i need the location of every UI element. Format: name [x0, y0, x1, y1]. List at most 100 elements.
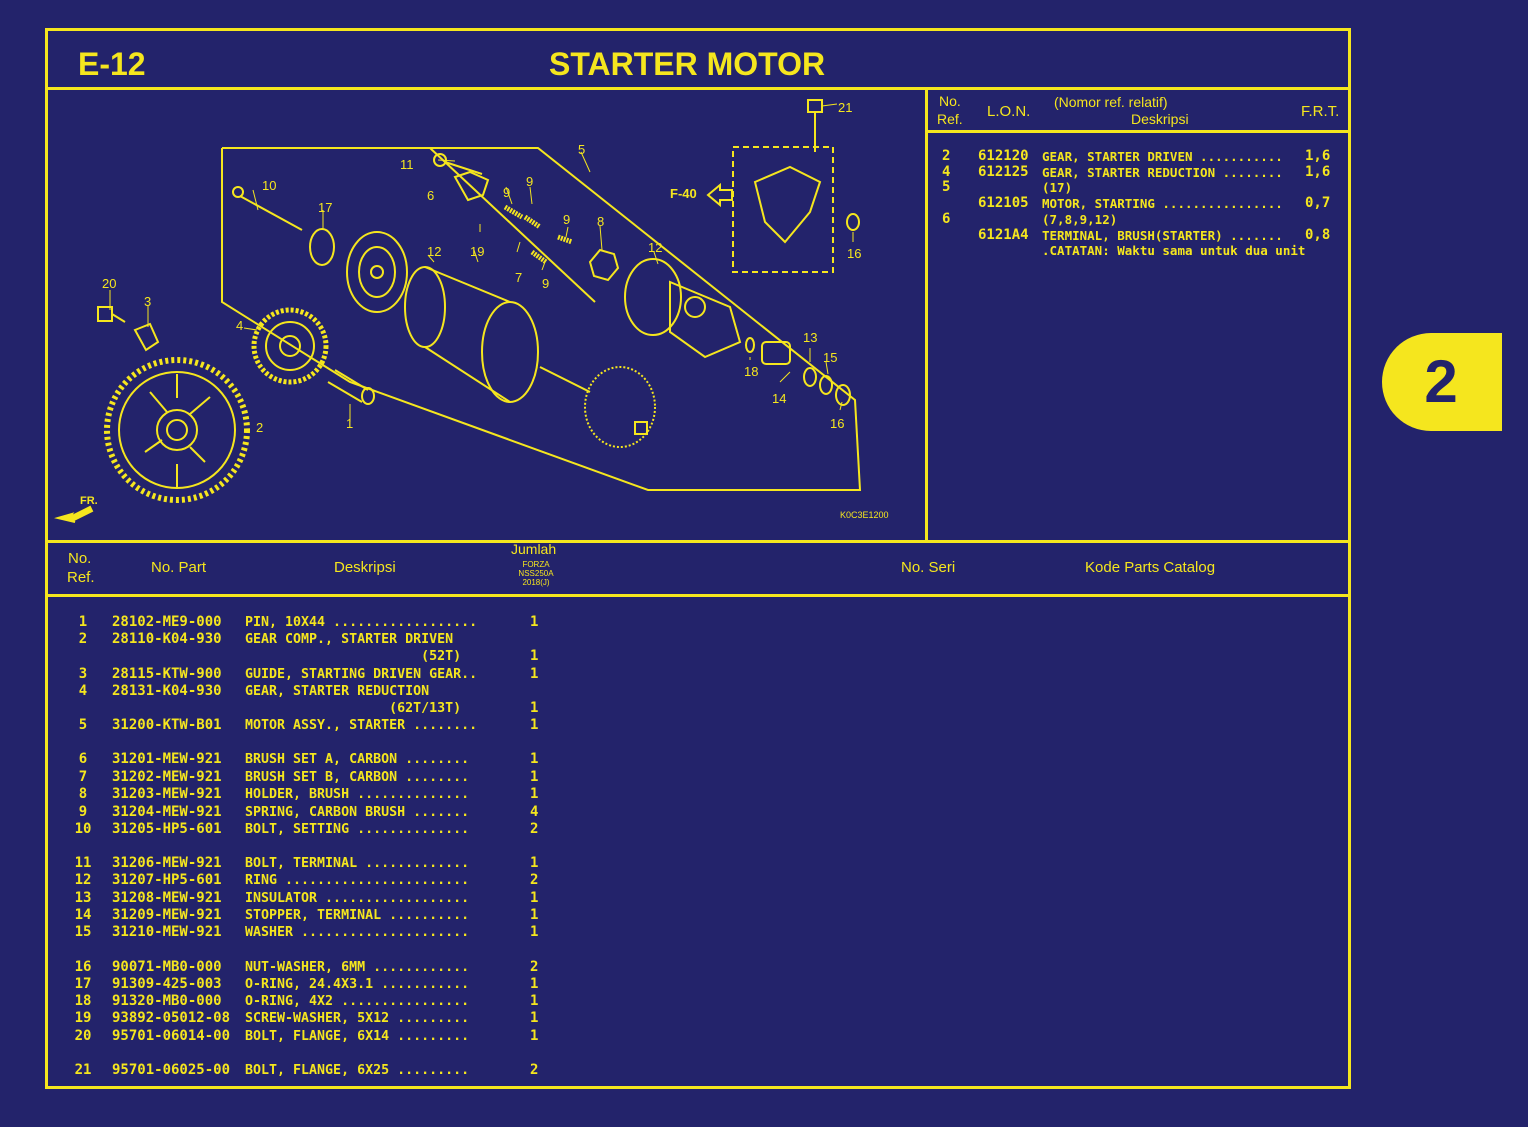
parts-row-description: MOTOR ASSY., STARTER ........ [245, 718, 478, 733]
parts-row-quantity: 1 [530, 614, 539, 630]
parts-header-serial: No. Seri [901, 559, 956, 576]
parts-row-quantity: 1 [530, 993, 539, 1009]
parts-row-ref: 14 [74, 907, 92, 923]
parts-row-quantity: 1 [530, 855, 539, 871]
parts-row-description: SPRING, CARBON BRUSH ....... [245, 805, 470, 820]
parts-row-ref: 5 [78, 717, 88, 733]
callout-label: 9 [526, 174, 533, 189]
callout-label: 20 [102, 276, 116, 291]
parts-row-ref: 12 [74, 872, 92, 888]
leader-lines [109, 103, 854, 422]
parts-row-ref: 21 [74, 1062, 92, 1078]
frt-desc: GEAR, STARTER DRIVEN ........... [1042, 149, 1283, 164]
frt-header-desc: Deskripsi [1131, 111, 1189, 127]
callout-label: 16 [847, 246, 861, 261]
o-ring-18 [745, 337, 755, 353]
parts-row-part-number: 31210-MEW-921 [112, 924, 222, 940]
nut-16b [846, 213, 860, 231]
parts-row-quantity: 2 [530, 821, 539, 837]
frt-value: 0,7 [1305, 195, 1331, 211]
callout-label: 1 [346, 416, 353, 431]
parts-row-part-number: 31206-MEW-921 [112, 855, 222, 871]
washer-15 [819, 375, 833, 395]
parts-top-divider [45, 540, 1351, 543]
parts-row-description: BOLT, TERMINAL ............. [245, 856, 470, 871]
pin-part [327, 369, 375, 405]
callout-label: 3 [144, 294, 151, 309]
callout-label: 11 [400, 157, 414, 172]
parts-row-part-number: 90071-MB0-000 [112, 959, 222, 975]
bolt-20 [97, 306, 126, 323]
section-tab[interactable] [1382, 333, 1502, 431]
callout-label: 18 [744, 364, 758, 379]
brush-springs [503, 204, 573, 265]
parts-row-ref: 15 [74, 924, 92, 940]
parts-row-description: GEAR, STARTER REDUCTION [245, 684, 430, 699]
armature [539, 366, 656, 448]
parts-row-description: RING ....................... [245, 873, 470, 888]
rear-cover [624, 258, 742, 359]
brush-holder [588, 248, 620, 282]
terminal-box [732, 146, 834, 273]
parts-row-quantity: 1 [530, 1028, 539, 1044]
frt-note: .CATATAN: Waktu sama untuk dua unit [1042, 243, 1306, 258]
frt-lon: 612120 [978, 148, 1029, 164]
frt-ref: 6 [942, 211, 951, 227]
parts-header-divider [45, 594, 1351, 597]
outline-diag [429, 147, 596, 303]
frt-header-ref: Ref. [937, 111, 963, 127]
f40-arrow [706, 182, 733, 208]
parts-row-description: O-RING, 4X2 ................ [245, 994, 470, 1009]
parts-row-part-number: 31200-KTW-B01 [112, 717, 222, 733]
parts-header-model: FORZA NSS250A 2018(J) [508, 560, 564, 587]
parts-row-quantity: 1 [530, 700, 539, 716]
parts-row-quantity: 1 [530, 1010, 539, 1026]
parts-row-part-number: 28115-KTW-900 [112, 666, 222, 682]
parts-row-part-number: 91309-425-003 [112, 976, 222, 992]
stopper-14 [803, 367, 817, 387]
frt-desc: TERMINAL, BRUSH(STARTER) ....... [1042, 228, 1283, 243]
page-frame [45, 28, 1351, 1089]
parts-row-description: BRUSH SET B, CARBON ........ [245, 770, 470, 785]
parts-header-desc: Deskripsi [334, 559, 396, 576]
parts-row-quantity: 1 [530, 648, 539, 664]
frt-header-rel: (Nomor ref. relatif) [1054, 94, 1168, 110]
parts-row-description: GUIDE, STARTING DRIVEN GEAR.. [245, 667, 478, 682]
frt-header-no: No. [939, 93, 961, 109]
parts-row-ref: 4 [78, 683, 88, 699]
model-name: FORZA [522, 560, 550, 569]
parts-row-part-number: 31203-MEW-921 [112, 786, 222, 802]
parts-row-part-number: 91320-MB0-000 [112, 993, 222, 1009]
parts-row-quantity: 1 [530, 924, 539, 940]
parts-row-ref: 7 [78, 769, 88, 785]
parts-row-description: STOPPER, TERMINAL .......... [245, 908, 470, 923]
callout-label: 9 [563, 212, 570, 227]
parts-row-part-number: 28110-K04-930 [112, 631, 222, 647]
setting-bolt [232, 186, 303, 231]
callout-label: 5 [578, 142, 585, 157]
parts-row-description: INSULATOR .................. [245, 891, 470, 906]
parts-row-quantity: 1 [530, 666, 539, 682]
parts-row-ref: 2 [78, 631, 88, 647]
parts-row-ref: 6 [78, 751, 88, 767]
parts-header-catalog: Kode Parts Catalog [1085, 559, 1216, 576]
frt-ref: 2 [942, 148, 951, 164]
guide-3 [133, 322, 160, 352]
parts-row-description: WASHER ..................... [245, 925, 470, 940]
parts-row-description: GEAR COMP., STARTER DRIVEN [245, 632, 454, 647]
callout-label: 7 [515, 270, 522, 285]
parts-row-part-number: 31207-HP5-601 [112, 872, 222, 888]
parts-row-description: O-RING, 24.4X3.1 ........... [245, 977, 470, 992]
parts-row-quantity: 1 [530, 890, 539, 906]
callout-label: 15 [823, 350, 837, 365]
parts-row-part-number: 95701-06014-00 [112, 1028, 231, 1044]
callout-label: 12 [648, 240, 662, 255]
parts-row-description: BOLT, SETTING .............. [245, 822, 470, 837]
ref-label: F-40 [670, 186, 697, 201]
frt-desc: GEAR, STARTER REDUCTION ........ [1042, 165, 1283, 180]
frt-value: 1,6 [1305, 164, 1331, 180]
parts-row-description: SCREW-WASHER, 5X12 ......... [245, 1011, 470, 1026]
callout-label: 10 [262, 178, 276, 193]
parts-row-quantity: 1 [530, 769, 539, 785]
insulator-13 [761, 341, 791, 365]
